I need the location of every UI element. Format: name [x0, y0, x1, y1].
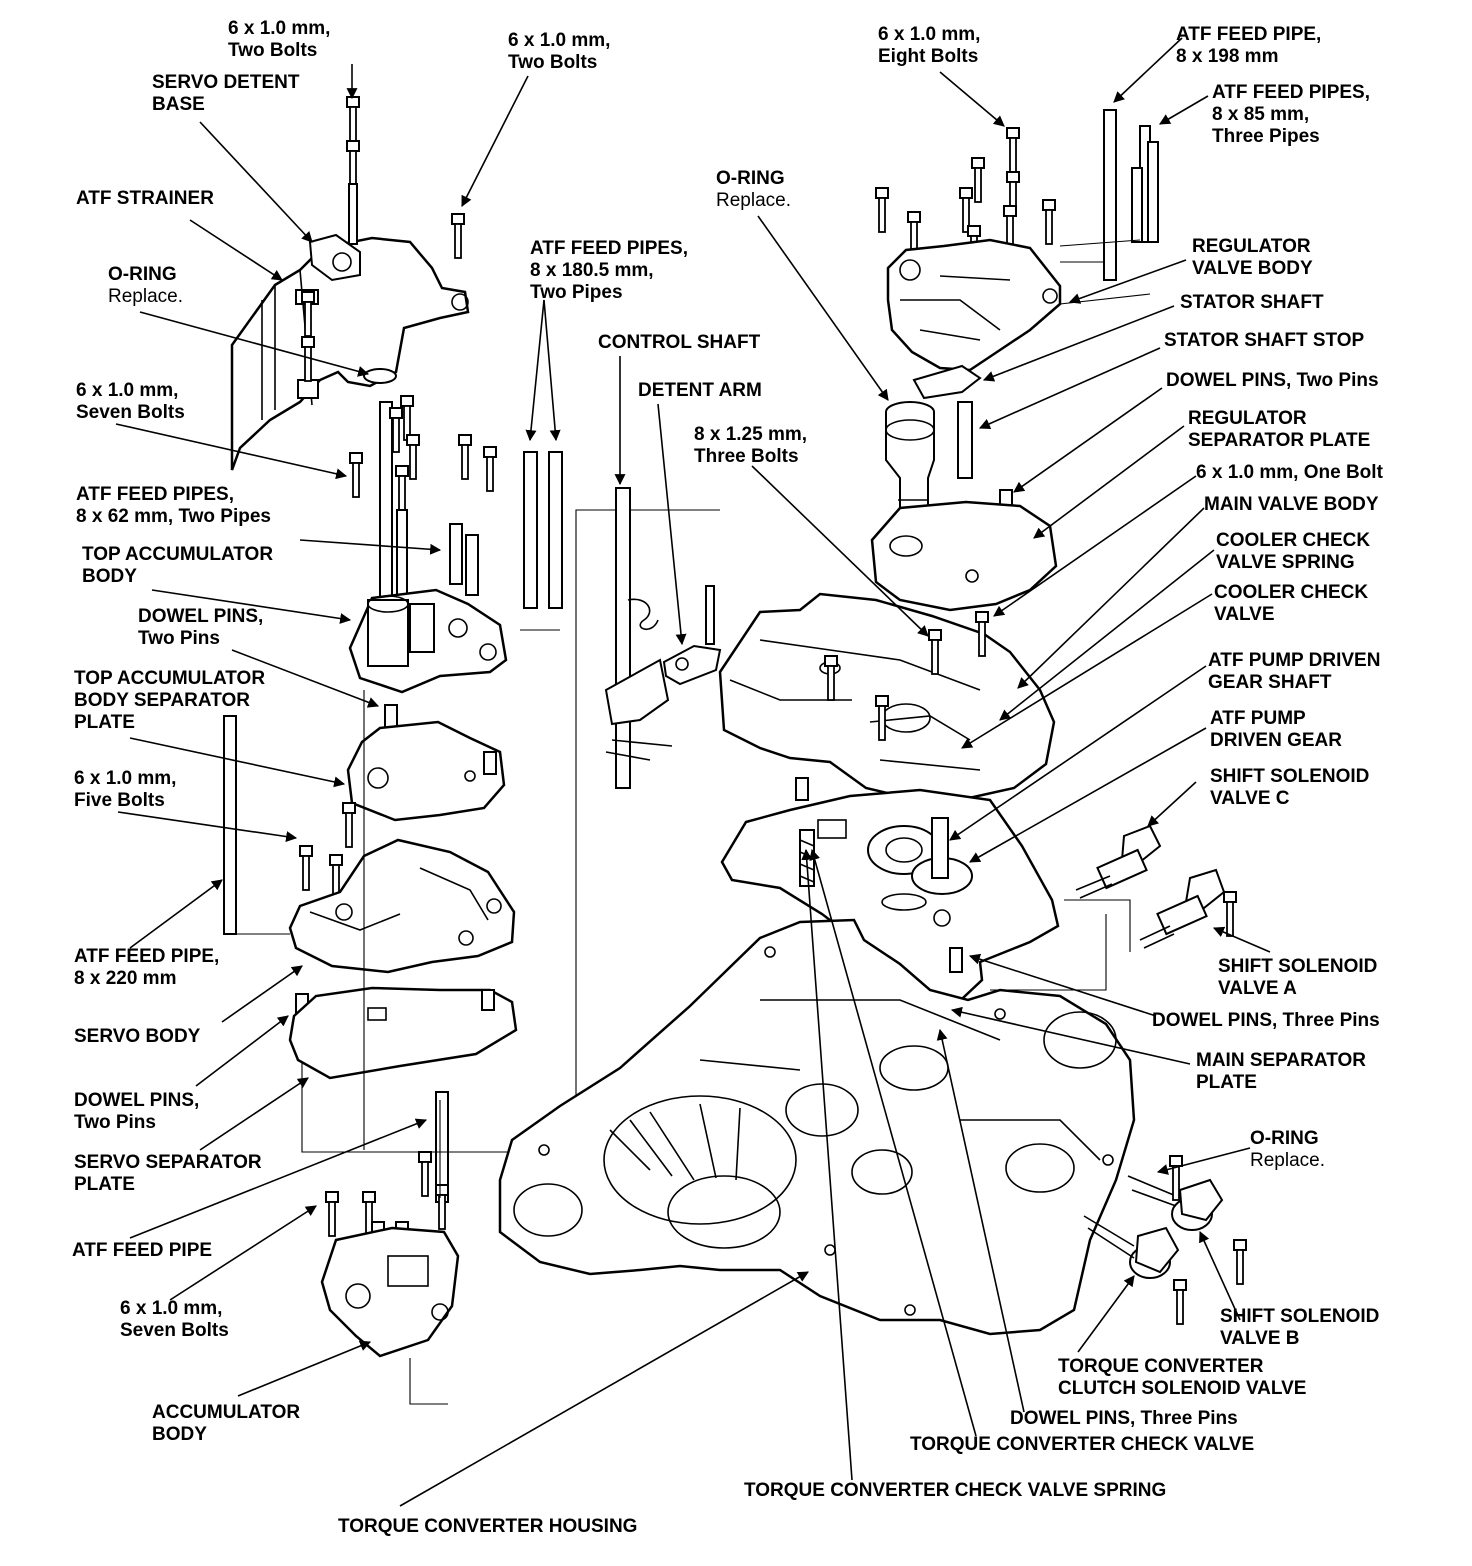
label-bolts-seven-upper: 6 x 1.0 mm,Seven Bolts	[76, 380, 185, 423]
servo-separator-plate	[288, 986, 518, 1080]
shift-solenoid-a	[1139, 868, 1226, 949]
label-tc-check-spring: TORQUE CONVERTER CHECK VALVE SPRING	[744, 1480, 1167, 1501]
regulator-valve-body	[886, 238, 1062, 372]
label-feed-pipes-85: ATF FEED PIPES,8 x 85 mm,Three Pipes	[1212, 82, 1371, 147]
label-atf-feed-pipe: ATF FEED PIPE	[72, 1240, 213, 1261]
label-dowel-pins-three-b: DOWEL PINS, Three Pins	[1010, 1408, 1238, 1429]
label-bolts-three: 8 x 1.25 mm,Three Bolts	[694, 424, 808, 467]
label-feed-pipe-220: ATF FEED PIPE,8 x 220 mm	[74, 946, 220, 989]
label-detent-arm: DETENT ARM	[638, 380, 762, 401]
shift-solenoid-b	[1127, 1175, 1224, 1231]
label-feed-pipes-1805: ATF FEED PIPES,8 x 180.5 mm,Two Pipes	[530, 238, 689, 303]
label-bolt-one: 6 x 1.0 mm, One Bolt	[1196, 462, 1383, 483]
tc-clutch-solenoid	[1083, 1215, 1180, 1279]
label-bolts-two-mid: 6 x 1.0 mm,Two Bolts	[508, 30, 611, 73]
label-feed-pipes-62: ATF FEED PIPES,8 x 62 mm, Two Pipes	[76, 484, 272, 527]
label-bolts-two-top: 6 x 1.0 mm,Two Bolts	[228, 18, 331, 61]
label-stator-shaft-stop: STATOR SHAFT STOP	[1164, 330, 1365, 351]
accumulator-body	[320, 1226, 460, 1358]
stator-shaft	[885, 401, 935, 531]
label-main-valve-body: MAIN VALVE BODY	[1204, 494, 1379, 515]
top-accumulator-separator-plate	[346, 720, 506, 822]
shift-solenoid-c	[1075, 824, 1162, 899]
atf-pump-driven-gear	[867, 817, 973, 927]
label-dowel-pins-two-b: DOWEL PINS,Two Pins	[74, 1090, 200, 1133]
detent-arm	[662, 585, 722, 686]
label-feed-pipe-198: ATF FEED PIPE,8 x 198 mm	[1176, 24, 1322, 67]
label-bolts-eight: 6 x 1.0 mm,Eight Bolts	[878, 24, 981, 67]
leader-lines	[115, 37, 1271, 1507]
label-dowel-pins-two-a: DOWEL PINS,Two Pins	[138, 606, 264, 649]
label-control-shaft: CONTROL SHAFT	[598, 332, 761, 353]
control-shaft-assembly	[604, 487, 673, 789]
top-accumulator-body	[348, 588, 508, 694]
label-stator-shaft: STATOR SHAFT	[1180, 292, 1324, 313]
label-tc-housing: TORQUE CONVERTER HOUSING	[338, 1516, 638, 1537]
label-bolts-five: 6 x 1.0 mm,Five Bolts	[74, 768, 177, 811]
label-bolts-seven-lower: 6 x 1.0 mm,Seven Bolts	[120, 1298, 229, 1341]
stator-shaft-stop	[912, 364, 982, 400]
label-dowel-pins-two-c: DOWEL PINS, Two Pins	[1166, 370, 1379, 391]
label-dowel-pins-three-a: DOWEL PINS, Three Pins	[1152, 1010, 1380, 1031]
servo-body	[288, 838, 516, 974]
torque-converter-housing	[498, 918, 1136, 1336]
regulator-separator-plate	[870, 500, 1058, 612]
label-atf-strainer: ATF STRAINER	[76, 188, 214, 209]
label-servo-body: SERVO BODY	[74, 1026, 201, 1047]
label-tc-check-valve: TORQUE CONVERTER CHECK VALVE	[910, 1434, 1255, 1455]
